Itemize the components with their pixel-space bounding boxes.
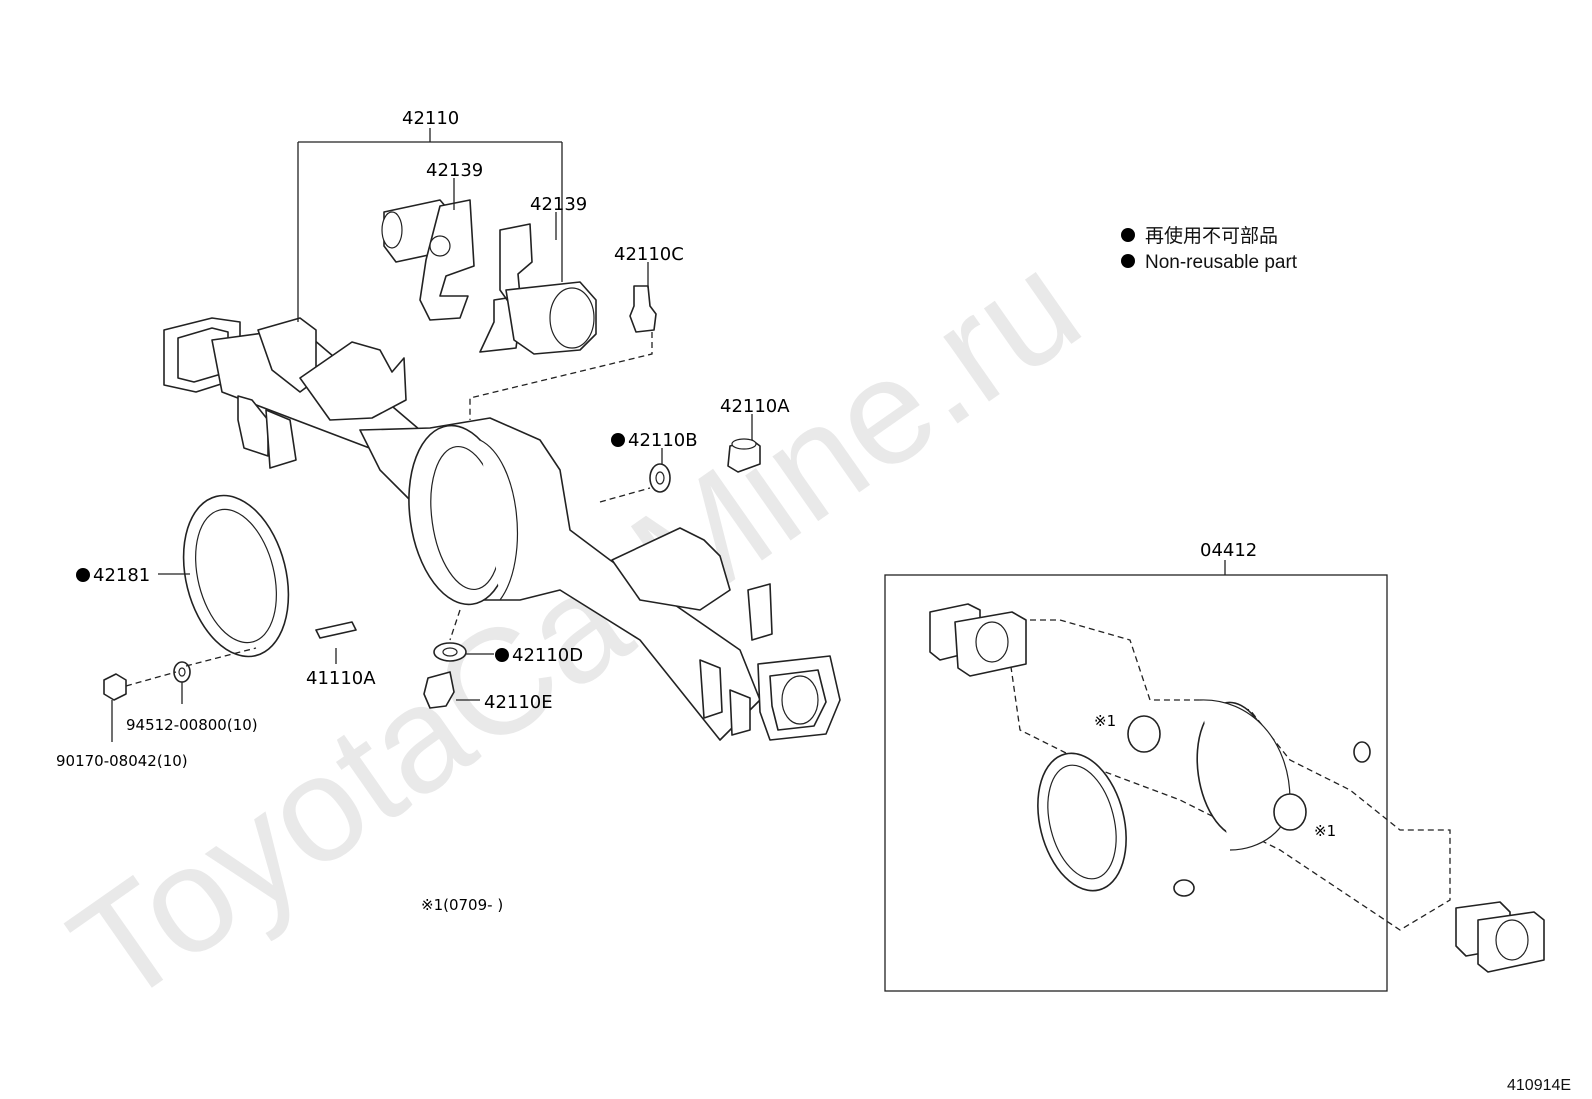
- label-42110D: 42110D: [512, 645, 583, 666]
- stud-41110A[interactable]: [315, 621, 357, 639]
- kit-box-04412[interactable]: [884, 574, 1388, 992]
- label-90170: 90170-08042(10): [56, 752, 188, 770]
- legend: 再使用不可部品 Non-reusable part: [1121, 225, 1298, 273]
- label-42110A: 42110A: [720, 396, 790, 417]
- date-note: ※1(0709- ): [421, 896, 503, 914]
- ref-mark-2: ※1: [1314, 822, 1336, 840]
- plug-42110C[interactable]: [629, 285, 657, 333]
- label-42110B: 42110B: [628, 430, 698, 451]
- diagram-code: 410914E: [1507, 1077, 1571, 1094]
- label-42181: 42181: [93, 565, 150, 586]
- bracket-42139-right[interactable]: [479, 223, 597, 355]
- plug-42110A[interactable]: [727, 438, 761, 473]
- washer-94512[interactable]: [173, 661, 191, 683]
- non-reusable-icon: [495, 648, 509, 662]
- gasket-42110B[interactable]: [649, 463, 671, 493]
- bracket-42139-left[interactable]: [381, 199, 475, 321]
- gasket-42181[interactable]: [168, 484, 305, 667]
- non-reusable-icon: [76, 568, 90, 582]
- label-42139-left: 42139: [426, 160, 483, 181]
- legend-jp: 再使用不可部品: [1145, 225, 1278, 247]
- nut-90170[interactable]: [103, 673, 127, 701]
- label-42110: 42110: [402, 108, 459, 129]
- gasket-42110D[interactable]: [433, 642, 467, 662]
- label-41110A: 41110A: [306, 668, 376, 689]
- legend-dot-icon: [1121, 254, 1135, 268]
- axle-housing[interactable]: [163, 317, 841, 741]
- plug-42110E[interactable]: [423, 671, 455, 709]
- label-42139-right: 42139: [530, 194, 587, 215]
- kit-contents: [929, 603, 1545, 973]
- legend-en: Non-reusable part: [1145, 252, 1298, 273]
- legend-dot-icon: [1121, 228, 1135, 242]
- label-04412: 04412: [1200, 540, 1257, 561]
- non-reusable-icon: [611, 433, 625, 447]
- label-42110C: 42110C: [614, 244, 684, 265]
- label-94512: 94512-00800(10): [126, 716, 258, 734]
- label-42110E: 42110E: [484, 692, 553, 713]
- ref-mark-1: ※1: [1094, 712, 1116, 730]
- leader-lines: [111, 128, 753, 742]
